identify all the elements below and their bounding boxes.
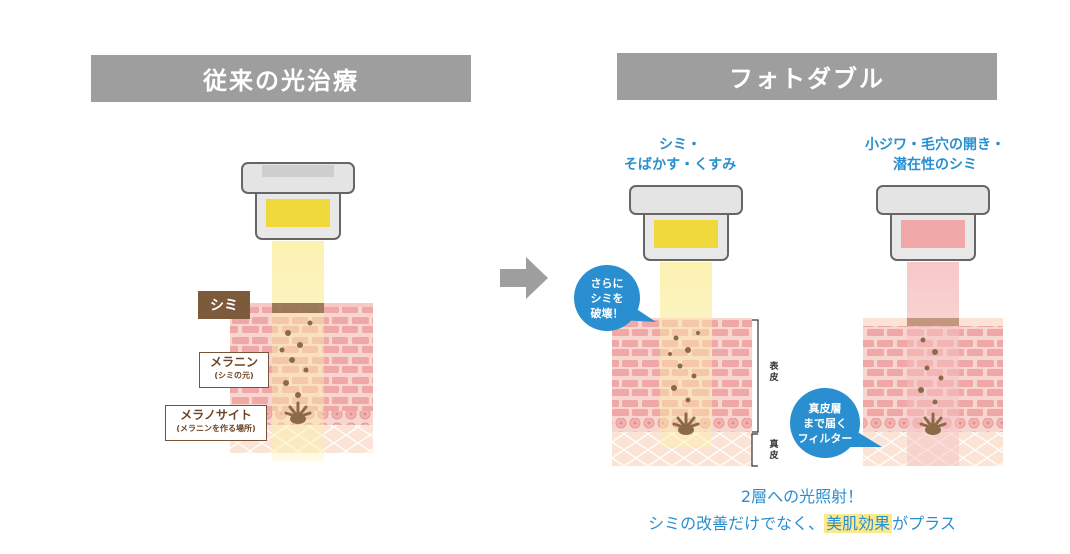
- bubble-dermis-filter: 真皮層 まで届く フィルター: [790, 388, 860, 458]
- bottom-highlight: 美肌効果: [824, 514, 893, 533]
- light-device-icon: [876, 185, 990, 261]
- light-device-icon: [629, 185, 743, 261]
- right-header: フォトダブル: [617, 53, 997, 100]
- right-label-2: 小ジワ・毛穴の開き・ 潜在性のシミ: [865, 137, 1005, 173]
- light-device-icon: [241, 162, 355, 240]
- bottom-line-2-pre: シミの改善だけでなく、: [648, 514, 825, 533]
- right-label-1: シミ・ そばかす・くすみ: [623, 137, 737, 173]
- epidermis-label: 表 皮: [769, 362, 779, 383]
- shimi-tag: シミ: [198, 291, 250, 319]
- arrow-right-icon: [500, 257, 548, 299]
- melanocyte-sub-label: (メラニンを作る場所): [176, 424, 256, 433]
- melanocyte-callout: メラノサイト (メラニンを作る場所): [165, 405, 267, 441]
- right-skin-diagram-2: [863, 185, 1003, 466]
- right-skin-diagram-1: [612, 185, 759, 467]
- melanocyte-label: メラノサイト: [180, 408, 252, 422]
- left-header: 従来の光治療: [91, 55, 471, 102]
- bottom-line-2-post: がプラス: [892, 514, 956, 533]
- bubble-break-spots: さらに シミを 破壊！: [574, 265, 640, 331]
- bottom-line-1: 2層への光照射！: [740, 487, 864, 506]
- bottom-line-2: シミの改善だけでなく、美肌効果がプラス: [582, 510, 1022, 534]
- melanin-callout: メラニン (シミの元): [199, 352, 269, 388]
- melanin-sub-label: (シミの元): [214, 371, 254, 380]
- melanin-label: メラニン: [209, 355, 258, 369]
- dermis-label: 真 皮: [769, 440, 779, 461]
